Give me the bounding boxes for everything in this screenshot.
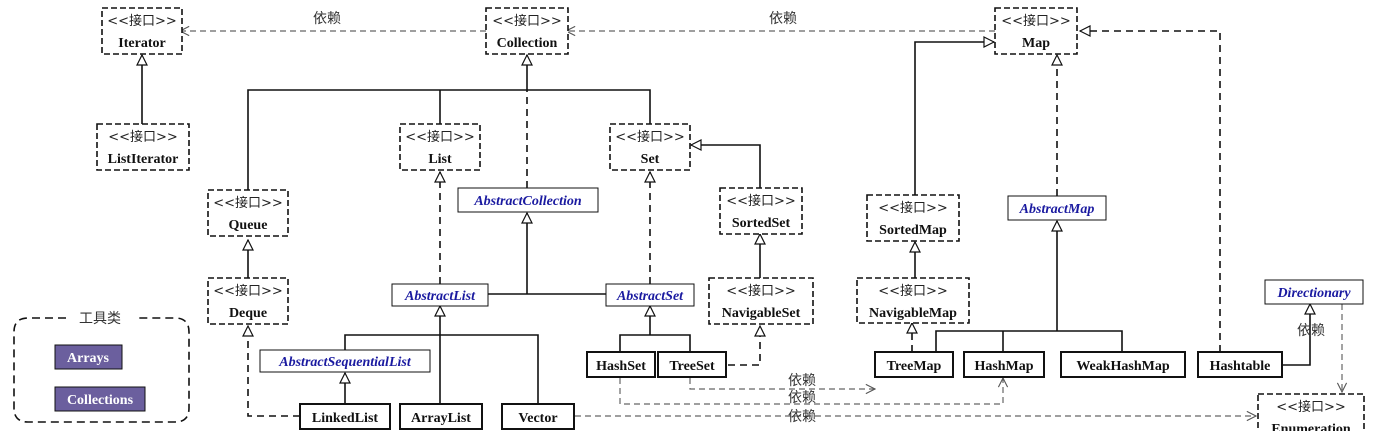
abstractset-name: AbstractSet [616,289,684,304]
edge-mapclasses-bus [935,330,1123,352]
sortedset-name: SortedSet [732,216,791,231]
arraylist-name: ArrayList [411,411,471,426]
class-arraylist: ArrayList [399,403,483,430]
treemap-name: TreeMap [887,359,942,374]
abstract-sequential-list: AbstractSequentialList [259,349,431,373]
class-treemap: TreeMap [874,351,954,378]
stereotype-label: <<接口>> [615,129,685,145]
abstract-map: AbstractMap [1007,195,1107,221]
abstract-directionary: Directionary [1264,279,1364,305]
weakhashmap-name: WeakHashMap [1076,359,1170,374]
sortedmap-name: SortedMap [879,223,947,238]
stereotype-label: <<接口>> [726,283,796,299]
navigablemap-name: NavigableMap [869,306,957,321]
stereotype-label: <<接口>> [1276,399,1346,415]
stereotype-label: <<接口>> [107,13,177,29]
iterator-name: Iterator [118,36,165,51]
arrays-label: Arrays [67,351,110,366]
collections-label: Collections [67,393,134,408]
dependency-label-directionary: 依赖 [1297,323,1325,339]
dependency-label-hashset: 依赖 [788,390,816,406]
interface-collection: <<接口>> Collection [485,7,569,55]
abstract-collection: AbstractCollection [457,187,599,213]
dependency-label-iterator: 依赖 [313,11,341,27]
edges [142,31,1342,416]
listiterator-name: ListIterator [108,152,179,167]
abstractcollection-name: AbstractCollection [473,194,582,209]
stereotype-label: <<接口>> [878,283,948,299]
edge-treeset-navset [728,326,760,366]
hashmap-name: HashMap [974,359,1033,374]
navigableset-name: NavigableSet [722,306,801,321]
interface-sortedset: <<接口>> SortedSet [719,187,803,235]
edge-asl-bus [344,334,440,350]
edge-hashset-hashmap-dependency [619,378,1003,405]
utilities-title: 工具类 [79,311,121,327]
queue-name: Queue [229,218,268,233]
hashtable-name: Hashtable [1210,359,1271,374]
treeset-name: TreeSet [669,359,715,374]
edge-sortedmap-map [914,42,994,195]
interface-set: <<接口>> Set [609,123,691,171]
class-hashset: HashSet [586,351,656,378]
abstract-list: AbstractList [391,283,489,307]
interface-queue: <<接口>> Queue [207,189,289,237]
hashset-name: HashSet [596,359,646,374]
dependency-label-treeset: 依赖 [788,373,816,389]
edge-linkedlist-deque [248,326,300,417]
interface-sortedmap: <<接口>> SortedMap [866,194,960,242]
edge-treeset-treemap-dependency [689,378,875,389]
stereotype-label: <<接口>> [108,129,178,145]
stereotype-label: <<接口>> [1001,13,1071,29]
linkedlist-name: LinkedList [312,411,378,426]
edge-vector-abslist [440,334,539,404]
enumeration-name: Enumeration [1271,422,1351,431]
utilities-legend: 工具类 Arrays Collections [13,311,190,423]
abstractsequentiallist-name: AbstractSequentialList [278,355,412,370]
stereotype-label: <<接口>> [492,13,562,29]
class-hashmap: HashMap [963,351,1045,378]
stereotype-label: <<接口>> [726,193,796,209]
edge-sortedset-set [691,145,761,188]
abstract-set: AbstractSet [605,283,695,307]
edge-sets-bus [619,334,691,352]
abstractmap-name: AbstractMap [1019,202,1095,217]
interface-navigableset: <<接口>> NavigableSet [708,277,814,325]
vector-name: Vector [518,411,557,426]
list-name: List [428,152,452,167]
dependency-label-vector: 依赖 [788,409,816,425]
interface-list: <<接口>> List [399,123,481,171]
class-hashtable: Hashtable [1197,351,1283,378]
interface-iterator: <<接口>> Iterator [101,7,183,55]
edge-hashtable-directionary [1280,304,1310,366]
dependency-label-map: 依赖 [769,11,797,27]
class-vector: Vector [501,403,575,430]
stereotype-label: <<接口>> [213,195,283,211]
directionary-name: Directionary [1276,286,1351,301]
collections-box [54,386,146,412]
stereotype-label: <<接口>> [878,200,948,216]
set-name: Set [641,152,660,167]
map-name: Map [1022,36,1050,51]
interface-enumeration: <<接口>> Enumeration [1257,393,1365,431]
deque-name: Deque [229,306,267,321]
stereotype-label: <<接口>> [405,129,475,145]
interface-deque: <<接口>> Deque [207,277,289,325]
abstractlist-name: AbstractList [404,289,476,304]
interface-map: <<接口>> Map [994,7,1078,55]
edge-hashtable-map [1080,31,1221,352]
arrays-box [54,344,123,370]
edge-bus-collection [247,89,651,190]
class-weakhashmap: WeakHashMap [1060,351,1186,378]
class-linkedlist: LinkedList [299,403,391,430]
collection-name: Collection [497,36,558,51]
interface-navigablemap: <<接口>> NavigableMap [856,277,970,324]
interface-listiterator: <<接口>> ListIterator [96,123,190,171]
class-treeset: TreeSet [657,351,727,378]
stereotype-label: <<接口>> [213,283,283,299]
